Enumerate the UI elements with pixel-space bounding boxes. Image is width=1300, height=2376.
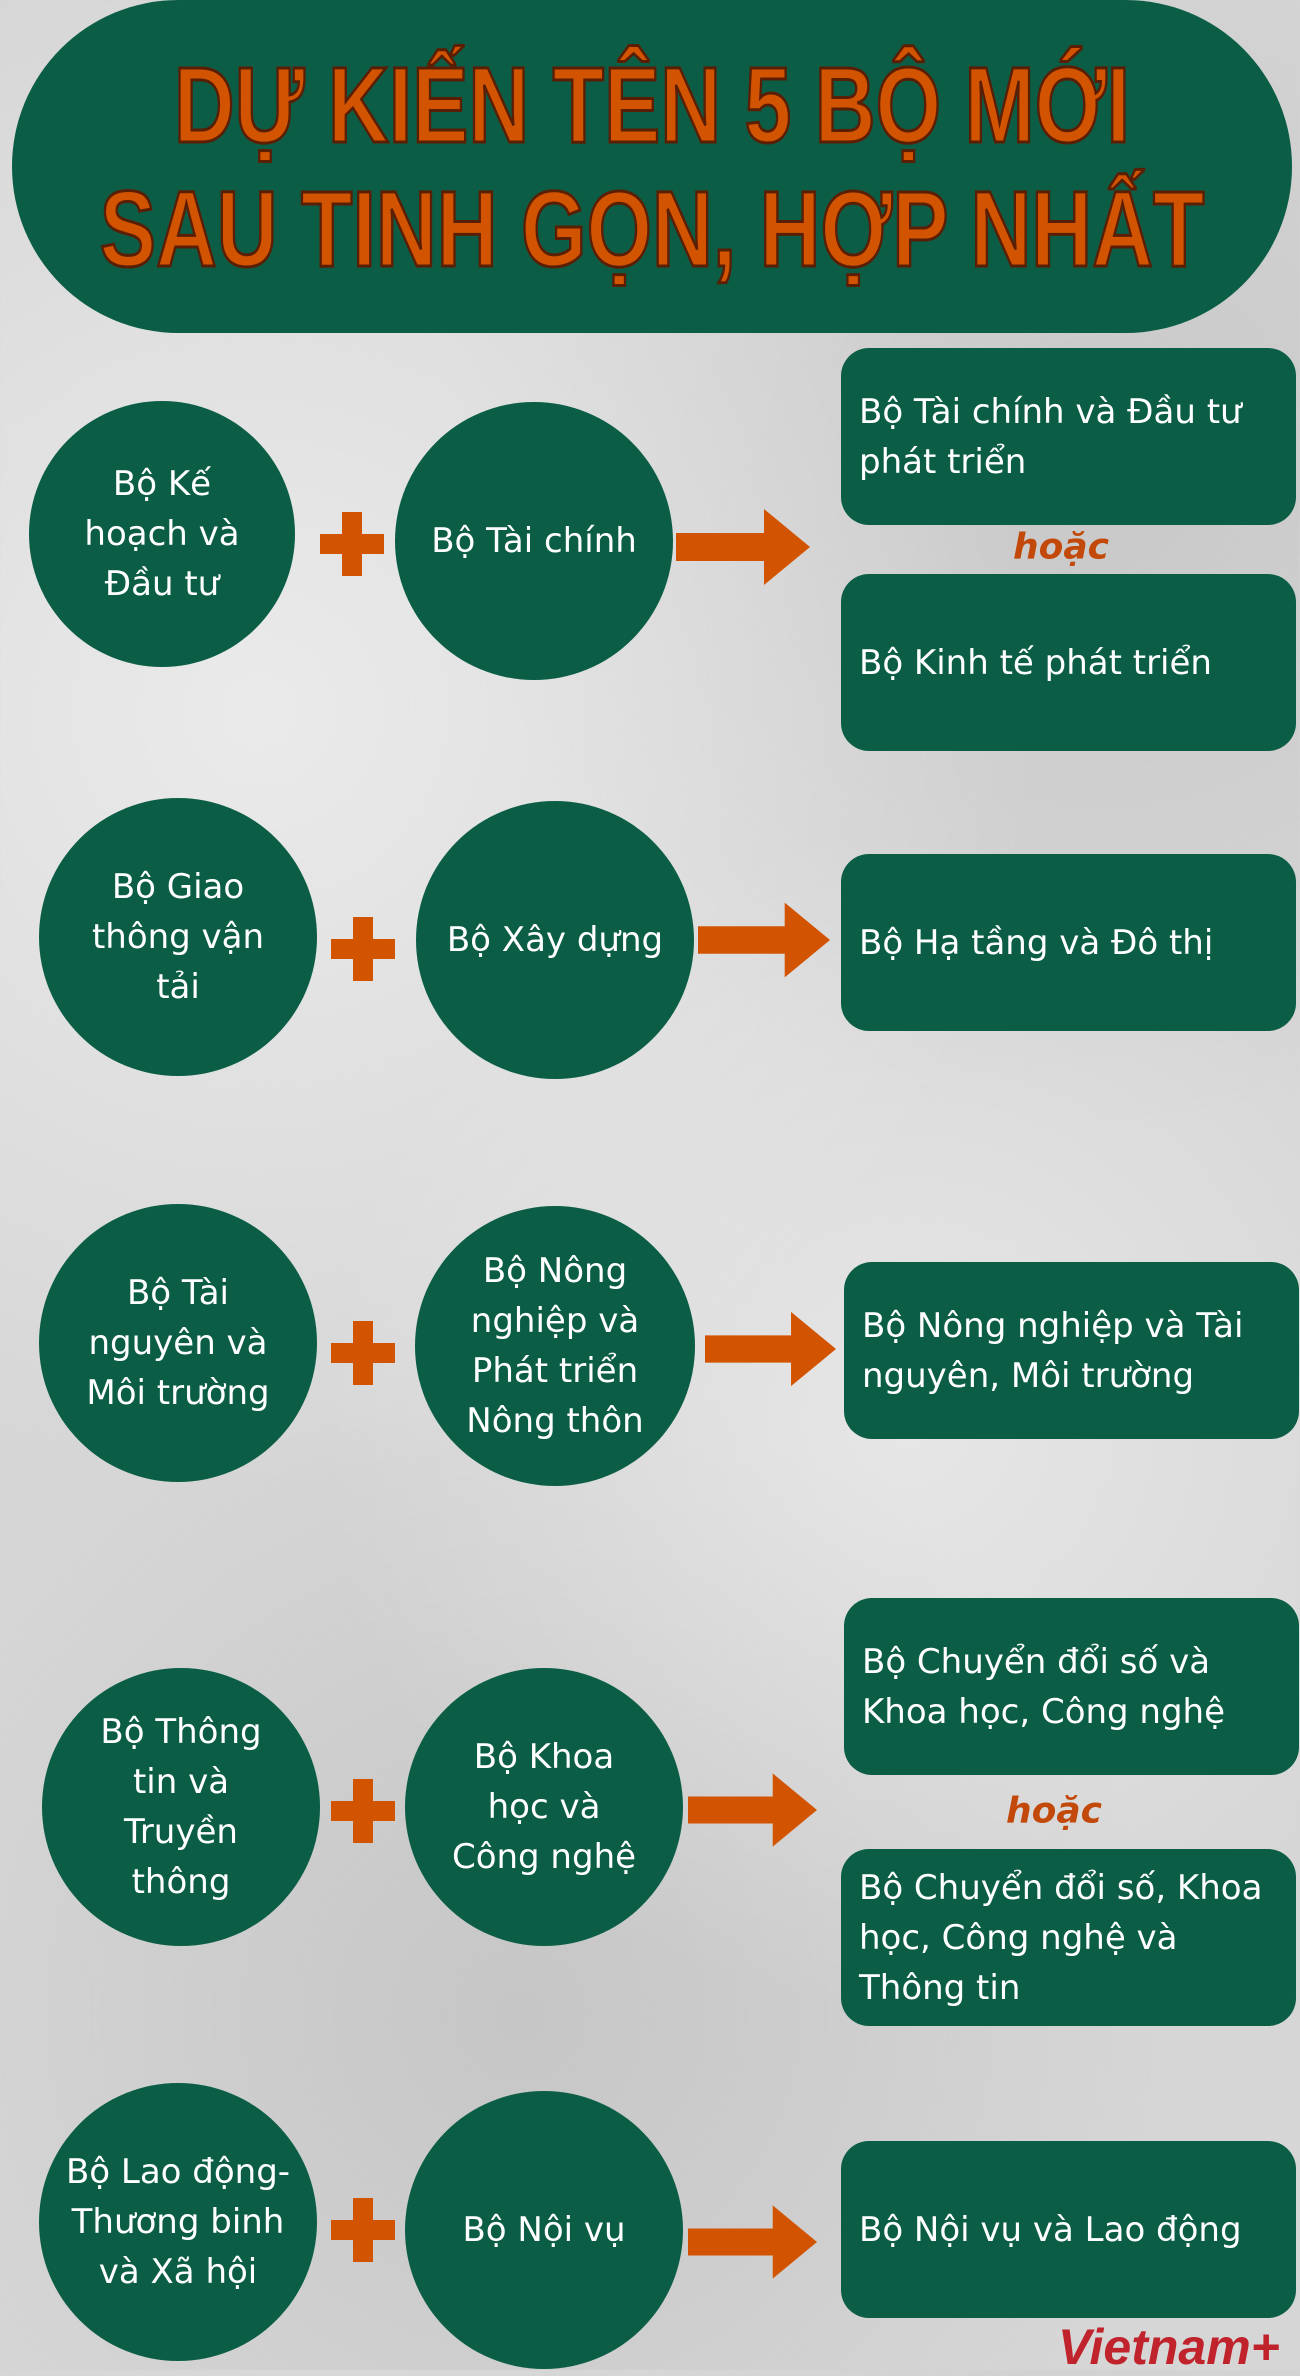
- ministry-circle-a: Bộ Kế hoạch và Đầu tư: [29, 401, 295, 667]
- arrow-right-icon: [698, 902, 830, 978]
- plus-icon: [320, 512, 384, 576]
- plus-icon: [331, 917, 395, 981]
- ministry-circle-b: Bộ Tài chính: [395, 402, 673, 680]
- title-banner: DỰ KIẾN TÊN 5 BỘ MỚI SAU TINH GỌN, HỢP N…: [12, 0, 1292, 333]
- vietnamplus-logo: Vietnam+: [1058, 2319, 1280, 2375]
- arrow-right-icon: [688, 1773, 817, 1847]
- or-label: hoặc: [1006, 1790, 1102, 1832]
- result-box: Bộ Tài chính và Đầu tư phát triển: [841, 348, 1296, 525]
- ministry-circle-b: Bộ Nội vụ: [405, 2091, 683, 2369]
- ministry-circle-b: Bộ Khoa học và Công nghệ: [405, 1668, 683, 1946]
- ministry-circle-b: Bộ Nông nghiệp và Phát triển Nông thôn: [415, 1206, 695, 1486]
- title-line-1: DỰ KIẾN TÊN 5 BỘ MỚI: [173, 42, 1131, 166]
- ministry-circle-a: Bộ Thông tin và Truyền thông: [42, 1668, 320, 1946]
- ministry-circle-a: Bộ Tài nguyên và Môi trường: [39, 1204, 317, 1482]
- arrow-right-icon: [705, 1311, 836, 1387]
- ministry-circle-b: Bộ Xây dựng: [416, 801, 694, 1079]
- plus-icon: [331, 1321, 395, 1385]
- result-box: Bộ Nội vụ và Lao động: [841, 2141, 1296, 2318]
- result-box: Bộ Nông nghiệp và Tài nguyên, Môi trường: [844, 1262, 1299, 1439]
- result-box: Bộ Chuyển đổi số, Khoa học, Công nghệ và…: [841, 1849, 1296, 2026]
- or-label: hoặc: [1013, 526, 1109, 568]
- result-box: Bộ Chuyển đổi số và Khoa học, Công nghệ: [844, 1598, 1299, 1775]
- arrow-right-icon: [688, 2205, 817, 2279]
- result-box: Bộ Kinh tế phát triển: [841, 574, 1296, 751]
- title-line-2: SAU TINH GỌN, HỢP NHẤT: [99, 166, 1206, 290]
- ministry-circle-a: Bộ Giao thông vận tải: [39, 798, 317, 1076]
- ministry-circle-a: Bộ Lao động-Thương binh và Xã hội: [39, 2083, 317, 2361]
- plus-icon: [331, 1779, 395, 1843]
- plus-icon: [331, 2198, 395, 2262]
- result-box: Bộ Hạ tầng và Đô thị: [841, 854, 1296, 1031]
- arrow-right-icon: [676, 509, 810, 585]
